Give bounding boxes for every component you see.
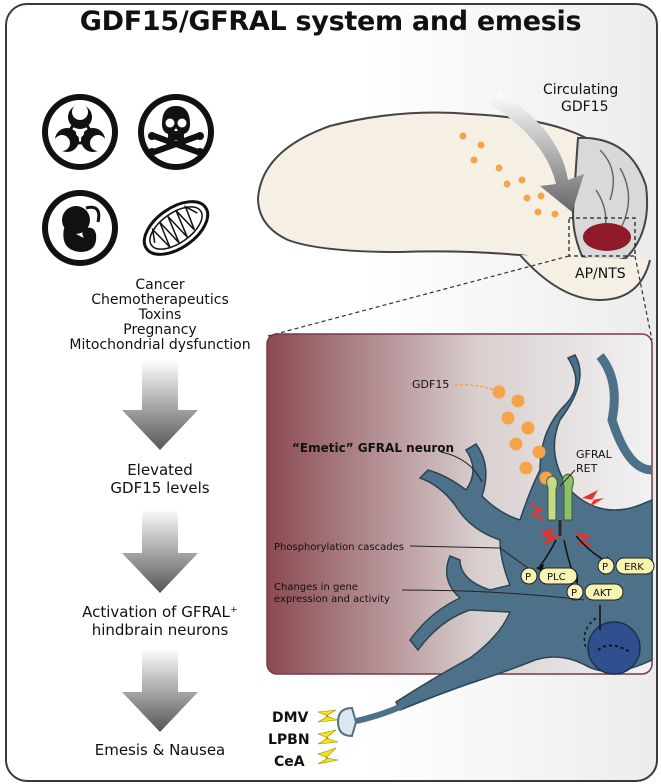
flow-arrow	[122, 360, 198, 450]
flow-arrow	[122, 648, 198, 732]
fetus-icon	[42, 190, 118, 266]
circulating-gdf15-label: GDF15	[561, 99, 609, 115]
ret-label: RET	[576, 462, 598, 475]
circulating-gdf15-label: Circulating	[543, 82, 618, 98]
ap-nts-label: AP/NTS	[575, 266, 626, 282]
step-gfral-activation: Activation of GFRAL⁺ hindbrain neurons	[82, 603, 238, 639]
target-dmv: DMV	[272, 710, 309, 726]
gdf15-dots-brain	[459, 132, 559, 218]
target-lpbn: LPBN	[268, 732, 310, 748]
cause-item: Toxins	[138, 307, 182, 323]
phospho-marker: P	[525, 572, 531, 583]
flow-arrow	[122, 508, 198, 593]
cause-item: Pregnancy	[123, 322, 197, 338]
mitochondrion-icon	[142, 200, 210, 256]
signal-bolts	[528, 490, 604, 546]
cause-item: Chemotherapeutics	[91, 292, 229, 308]
causes-list: Cancer Chemotherapeutics Toxins Pregnanc…	[60, 278, 260, 353]
kinase-akt	[566, 583, 624, 601]
kinase-plc	[520, 567, 578, 585]
gfral-label: GFRAL	[576, 448, 613, 461]
biohazard-icon	[42, 94, 118, 170]
phospho-label: Phosphorylation cascades	[274, 542, 404, 553]
target-cea: CeA	[274, 754, 305, 770]
kinase-erk	[597, 557, 655, 575]
gfral-ret-receptor	[546, 473, 574, 536]
circulating-gdf15-arrow	[490, 92, 584, 212]
gdf15-dots-inset	[492, 385, 553, 485]
figure-title: GDF15/GFRAL system and emesis	[79, 6, 582, 37]
nucleus	[587, 621, 641, 675]
mouse-brain	[256, 111, 651, 302]
zoom-box	[568, 217, 636, 257]
phospho-marker: P	[602, 562, 608, 573]
step-elevated-gdf15: Elevated GDF15 levels	[110, 461, 210, 497]
kinase-akt-label: AKT	[593, 588, 613, 599]
neuron-label: “Emetic” GFRAL neuron	[292, 441, 454, 455]
axon-terminal	[336, 706, 358, 738]
gene-change-label: expression and activity	[274, 594, 390, 605]
gdf15-inset-label: GDF15	[412, 378, 449, 391]
phospho-marker: P	[571, 588, 577, 599]
step-emesis-nausea: Emesis & Nausea	[94, 741, 226, 759]
kinase-erk-label: ERK	[624, 562, 644, 573]
skull-crossbones-icon	[138, 94, 214, 170]
cause-item: Cancer	[135, 277, 185, 293]
ap-nts-region	[583, 223, 631, 251]
gene-change-label: Changes in gene	[274, 582, 358, 593]
kinase-plc-label: PLC	[547, 572, 566, 583]
target-bolts	[316, 709, 339, 765]
cause-item: Mitochondrial dysfunction	[69, 337, 251, 353]
